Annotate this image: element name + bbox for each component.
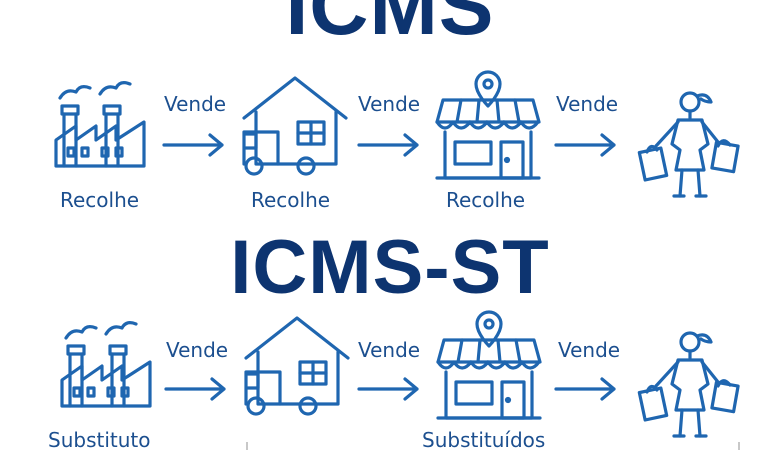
truck-house-icon [240,72,350,182]
vende-label: Vende [358,338,421,362]
arrow-right-icon [355,374,425,404]
arrow-right-icon [355,130,425,160]
vende-label: Vende [358,92,421,116]
divider-tick [246,442,248,450]
shopper-icon [634,84,744,204]
substituidos-label: Substituídos [422,428,546,452]
arrow-right-icon [160,130,230,160]
vende-label: Vende [556,92,619,116]
vende-label: Vende [164,92,227,116]
icms-title: ICMS [285,0,495,52]
arrow-right-icon [552,374,622,404]
shopper-icon [634,324,744,444]
divider-tick [738,442,740,450]
vende-label: Vende [558,338,621,362]
recolhe-label: Recolhe [60,188,140,212]
factory-icon [58,306,158,416]
recolhe-label: Recolhe [446,188,526,212]
factory-icon [52,66,152,176]
vende-label: Vende [166,338,229,362]
arrow-right-icon [162,374,232,404]
recolhe-label: Recolhe [251,188,331,212]
icms-st-title: ICMS-ST [230,225,550,310]
truck-house-icon [242,312,352,422]
store-icon [433,66,543,186]
substituto-label: Substituto [48,428,151,452]
arrow-right-icon [552,130,622,160]
store-icon [434,306,544,426]
